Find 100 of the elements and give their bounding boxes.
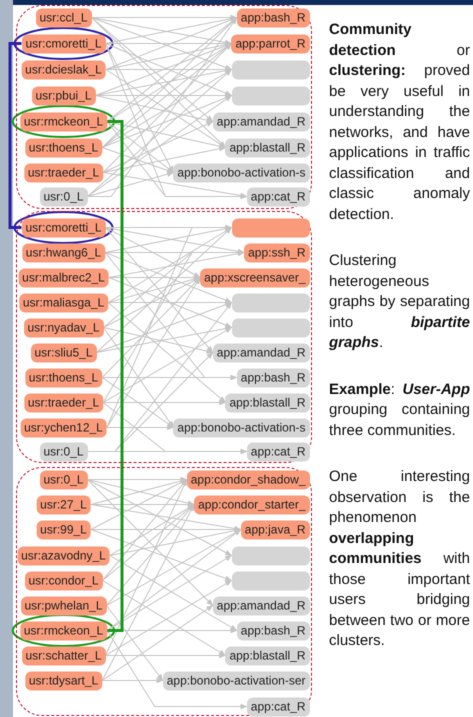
app-node: app:blastall_R [225,138,310,157]
user-node: usr:27_L [36,495,91,514]
app-node [232,571,310,590]
app-node: app:amandad_R [212,343,310,362]
app-node: app:blastall_R [225,646,310,665]
user-node: usr:schatter_L [21,646,106,665]
paragraph: Clustering heterogeneous graphs by separating into bipartite graphs. [329,251,470,353]
paragraph: Example: User-App grouping containing three communities. [329,380,470,440]
app-node: app:condor_shadow_ [186,470,310,489]
arrow [106,121,248,200]
app-node: app:blastall_R [225,393,310,412]
arrow [102,374,238,380]
user-node: usr:cmoretti_L [21,34,106,53]
arrow [87,479,195,506]
user-node: usr:ychen12_L [20,418,107,437]
app-node: app:cat_R [246,442,310,461]
cluster-boundary [16,211,312,463]
app-node [232,293,310,312]
user-node: usr:cmoretti_L [21,218,106,237]
arrow [91,14,238,20]
arrow [91,17,226,148]
app-node: app:bonobo-activation-ser [162,671,310,690]
arrow [108,302,226,403]
user-node: usr:nyadav_L [23,318,104,337]
arrow [102,327,232,403]
arrow [95,95,214,123]
app-node: app:bonobo-activation-s [173,163,310,182]
arrow [103,327,214,354]
user-node: usr:tdysart_L [24,671,102,690]
arrow [102,172,248,198]
app-node [232,218,310,237]
app-node: app:parrot_R [231,34,310,53]
user-node: usr:pbui_L [31,86,96,105]
app-node [232,60,310,79]
user-node: usr:ccl_L [35,8,92,27]
app-node [232,546,310,565]
app-node: app:condor_starter_ [194,495,310,514]
user-node: usr:rmckeon_L [20,112,108,131]
arrow [91,17,232,46]
user-node: usr:0_L [39,442,88,461]
arrow [108,250,245,278]
arrow [102,121,214,173]
user-node: usr:0_L [39,470,88,489]
arrow [106,630,248,710]
user-node: usr:0_L [39,187,88,206]
arrow [87,479,214,606]
app-node [232,318,310,337]
app-node: app:amandad_R [212,112,310,131]
arrow [105,227,214,354]
user-node: usr:99_L [36,520,91,539]
arrow [87,172,174,197]
app-node: app:java_R [240,520,310,539]
paragraph: One interesting observation is the phenomenon overlapping communities with those important users bridging between two or more clusters. [329,467,470,651]
user-node: usr:rmckeon_L [20,621,108,640]
app-node: app:bonobo-activation-s [173,418,310,437]
arrow [87,448,248,454]
app-node: app:cat_R [246,187,310,206]
user-node: usr:azavodny_L [17,546,110,565]
arrow [105,227,201,278]
arrow [106,224,232,428]
cluster-boundary [16,5,312,209]
arrow [90,504,242,532]
arrow [102,146,226,173]
user-node: usr:thoens_L [24,368,102,387]
user-node: usr:traeder_L [24,393,104,412]
connector-line [8,42,22,229]
arrow [102,43,232,173]
arrow [87,95,232,197]
arrow [104,252,232,303]
arrow [102,400,226,406]
app-node: app:amandad_R [212,596,310,615]
arrow [102,605,214,681]
app-node: app:bash_R [236,8,310,27]
user-node: usr:pwhelan_L [20,596,107,615]
arrow [103,327,174,428]
app-node: app:bash_R [236,368,310,387]
arrow [105,227,245,254]
arrow [90,529,232,581]
cluster-boundary [16,467,312,716]
user-node: usr:maliasga_L [18,293,108,312]
arrow [105,43,174,174]
arrow [102,377,174,428]
arrow [87,479,232,556]
user-node: usr:sliu5_L [30,343,97,362]
user-node: usr:thoens_L [24,138,102,157]
app-node: app:cat_R [246,697,310,716]
arrow [91,17,214,122]
paragraph: Community detection or clustering: proved be very useful in understanding the networks, and have applications in traffic classification and classic anomaly detection. [329,20,470,224]
arrow [102,678,164,684]
arrow [96,227,232,353]
app-node: app:bash_R [236,621,310,640]
arrow [106,529,242,631]
user-node: usr:dcieslak_L [21,60,106,79]
user-node: usr:traeder_L [24,163,104,182]
arrow [87,69,232,197]
arrow [105,652,226,658]
arrow [106,605,164,682]
arrow [106,424,174,430]
app-node: app:xscreensaver_ [200,268,310,287]
app-node [232,86,310,105]
